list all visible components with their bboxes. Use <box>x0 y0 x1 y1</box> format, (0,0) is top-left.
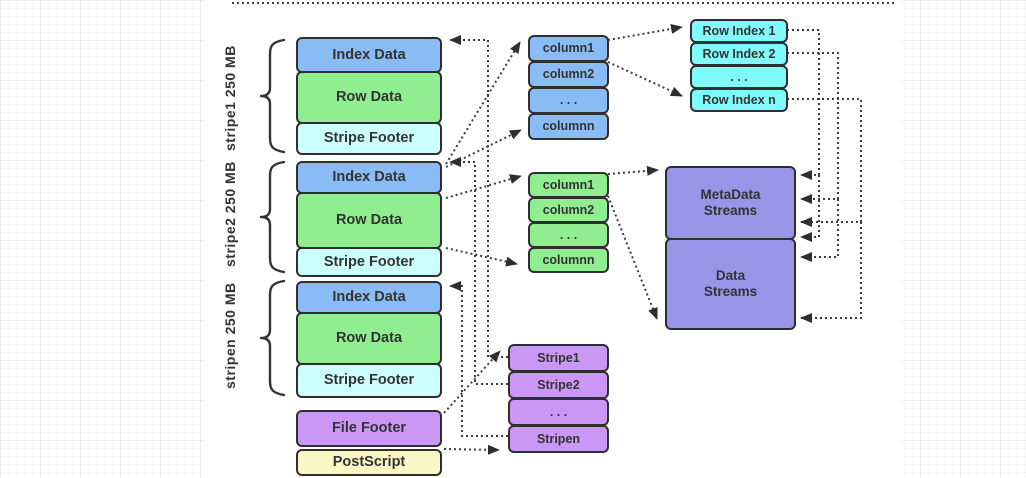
row-column1-box[interactable]: column1 <box>528 172 609 198</box>
row-column2-label: column2 <box>542 202 595 217</box>
postscript-label: PostScript <box>332 454 406 471</box>
stripe-list-dots-box[interactable]: . . . <box>508 398 609 426</box>
connector-rowdata-to-column1 <box>445 174 522 199</box>
stripe1-index-data-box[interactable]: Index Data <box>296 37 442 73</box>
brace-stripe1 <box>259 38 286 154</box>
stripe2-index-data-label: Index Data <box>332 169 406 186</box>
connector-stripe2-to-indexdata2 <box>449 157 508 385</box>
row-column1-label: column1 <box>542 177 595 192</box>
stripen-row-data-label: Row Data <box>335 330 403 347</box>
stripe1-group-label: stripe1 250 MB <box>222 45 238 151</box>
drawing-canvas: stripe1 250 MB stripe2 250 MB stripen 25… <box>204 0 903 478</box>
row-index-1-box[interactable]: Row Index 1 <box>690 19 788 43</box>
connector-stripen-to-indexdatan <box>449 281 508 437</box>
connector-stripe1-to-indexdata1 <box>449 35 508 358</box>
stripe1-row-data-label: Row Data <box>335 89 403 106</box>
index-column-dots-label: . . . <box>559 93 578 108</box>
connector-column-to-rowindex1 <box>607 23 683 41</box>
stripe-list-n-label: Stripen <box>536 431 581 446</box>
connector-rowindex1-to-streams-b <box>800 175 820 242</box>
row-columnn-box[interactable]: columnn <box>528 247 609 273</box>
stripe-list-2-box[interactable]: Stripe2 <box>508 371 609 399</box>
file-footer-label: File Footer <box>331 420 407 437</box>
connector-filefooter-to-stripe1 <box>443 350 501 414</box>
connector-rowindexn-to-streams-a <box>787 98 862 227</box>
stripe1-stripe-footer-label: Stripe Footer <box>323 130 415 147</box>
row-column-dots-box[interactable]: . . . <box>528 222 609 248</box>
stripen-stripe-footer-label: Stripe Footer <box>323 372 415 389</box>
row-index-dots-box[interactable]: . . . <box>690 65 788 89</box>
connector-indexdata-to-columnn <box>445 129 522 168</box>
connector-rowindex2-to-streams-b <box>800 199 839 262</box>
stripe1-index-data-label: Index Data <box>332 46 406 63</box>
row-index-dots-label: . . . <box>730 69 748 84</box>
connector-column-to-metadata-streams <box>607 165 659 176</box>
row-index-n-label: Row Index n <box>702 92 776 107</box>
stripen-group-label: stripen 250 MB <box>222 282 238 390</box>
data-streams-box[interactable]: Data Streams <box>665 238 796 330</box>
index-column1-box[interactable]: column1 <box>528 35 609 62</box>
stripe-list-1-box[interactable]: Stripe1 <box>508 344 609 372</box>
stripe-list-n-box[interactable]: Stripen <box>508 425 609 453</box>
index-column2-label: column2 <box>542 67 595 82</box>
postscript-box[interactable]: PostScript <box>296 449 442 476</box>
brace-stripe2 <box>259 160 286 274</box>
connector-filefooter-to-stripen <box>443 444 500 455</box>
metadata-streams-label-line2: Streams <box>703 203 758 218</box>
metadata-streams-label-line1: MetaData <box>700 187 761 203</box>
index-column-dots-box[interactable]: . . . <box>528 87 609 114</box>
row-column-dots-label: . . . <box>559 227 578 242</box>
index-column2-box[interactable]: column2 <box>528 61 609 88</box>
stripe2-row-data-box[interactable]: Row Data <box>296 192 442 249</box>
connector-rowdata-to-columnn <box>445 247 518 267</box>
row-index-2-box[interactable]: Row Index 2 <box>690 42 788 66</box>
index-columnn-label: columnn <box>542 119 595 134</box>
brace-stripen <box>259 279 286 397</box>
metadata-streams-box[interactable]: MetaData Streams <box>665 166 796 240</box>
stripe-list-2-label: Stripe2 <box>537 377 580 392</box>
index-columnn-box[interactable]: columnn <box>528 113 609 140</box>
stripe2-index-data-box[interactable]: Index Data <box>296 161 442 194</box>
row-index-n-box[interactable]: Row Index n <box>690 88 788 112</box>
stripe1-stripe-footer-box[interactable]: Stripe Footer <box>296 122 442 155</box>
connector-indexdata-to-column1 <box>445 41 521 165</box>
stripen-row-data-box[interactable]: Row Data <box>296 312 442 365</box>
stripe1-row-data-box[interactable]: Row Data <box>296 71 442 124</box>
data-streams-label-line2: Streams <box>703 284 758 299</box>
index-column1-label: column1 <box>542 41 595 56</box>
connector-column-to-rowindexn <box>607 61 683 97</box>
connector-column-to-data-streams <box>607 195 658 320</box>
stripe2-stripe-footer-box[interactable]: Stripe Footer <box>296 247 442 277</box>
connector-rowindex1-to-streams-a <box>787 29 820 180</box>
stripe-list-dots-label: . . . <box>549 404 568 419</box>
stripen-index-data-label: Index Data <box>332 289 406 306</box>
stripe2-stripe-footer-label: Stripe Footer <box>323 253 415 270</box>
row-index-1-label: Row Index 1 <box>702 23 776 38</box>
connector-rowindexn-to-streams-b <box>800 222 862 323</box>
file-footer-box[interactable]: File Footer <box>296 410 442 447</box>
row-index-2-label: Row Index 2 <box>702 46 776 61</box>
stripen-stripe-footer-box[interactable]: Stripe Footer <box>296 363 442 398</box>
stripe-list-1-label: Stripe1 <box>537 350 580 365</box>
stripe2-group-label: stripe2 250 MB <box>222 161 238 267</box>
connector-rowindex2-to-streams-a <box>787 52 839 204</box>
stripe2-row-data-label: Row Data <box>335 212 403 229</box>
stripen-index-data-box[interactable]: Index Data <box>296 281 442 314</box>
row-column2-box[interactable]: column2 <box>528 197 609 223</box>
data-streams-label-line1: Data <box>715 268 746 284</box>
row-columnn-label: columnn <box>542 252 595 267</box>
